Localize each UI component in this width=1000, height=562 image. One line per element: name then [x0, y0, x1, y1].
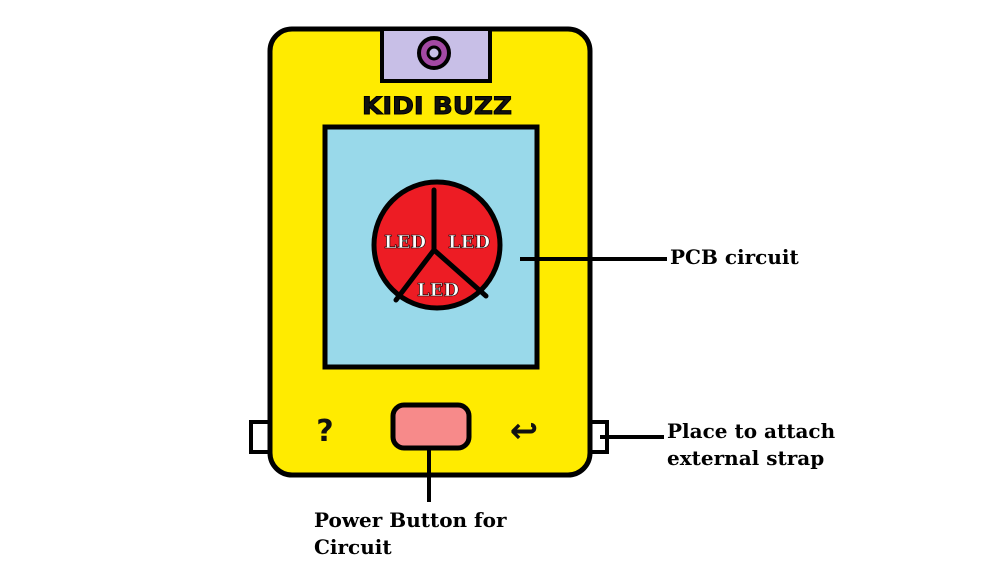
back-arrow-icon[interactable]: ↩ [510, 411, 539, 451]
led-disc [371, 179, 503, 311]
power-callout-line2: Circuit [314, 535, 392, 559]
strap-callout-line2: external strap [667, 446, 824, 470]
brand-title: KIDI BUZZ [362, 92, 512, 120]
strap-callout-line1: Place to attach [667, 419, 836, 443]
pcb-callout: PCB circuit [670, 245, 799, 269]
camera-lens-icon [417, 36, 451, 70]
help-icon[interactable]: ? [316, 414, 333, 449]
power-callout-line1: Power Button for [314, 508, 507, 532]
led-label-right: LED [448, 232, 490, 253]
led-dividers [393, 187, 489, 303]
led-label-bottom: LED [417, 280, 459, 301]
power-button[interactable] [390, 402, 472, 451]
led-label-left: LED [384, 232, 426, 253]
